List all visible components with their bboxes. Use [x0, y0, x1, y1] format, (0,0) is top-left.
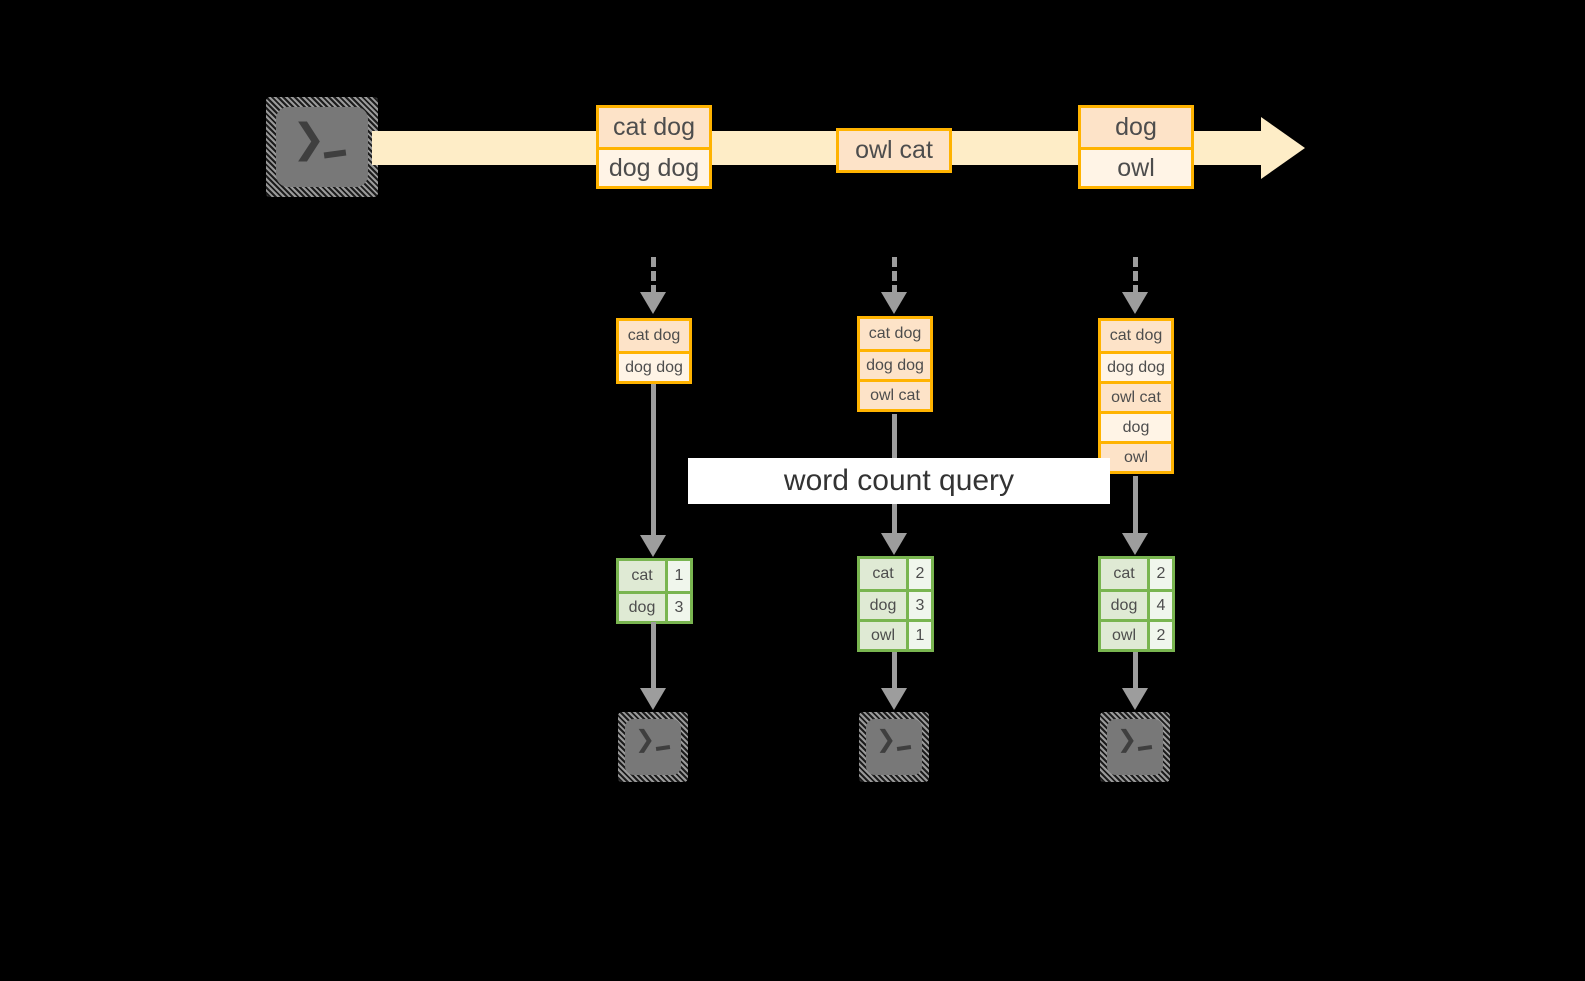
result-count: 2 — [1147, 622, 1172, 649]
result-row: cat 2 — [1101, 559, 1172, 589]
result-to-sink-connector-2 — [892, 652, 897, 700]
sink-terminal-icon-3: ❯ — [1100, 712, 1170, 782]
stream-to-accumulator-arrowhead-icon — [1122, 292, 1148, 314]
accumulator-to-result-arrowhead-icon — [881, 533, 907, 555]
stream-message-line: dog dog — [599, 147, 709, 186]
accumulated-message-line: dog dog — [860, 349, 930, 379]
terminal-prompt-chevron-icon: ❯ — [635, 725, 656, 753]
accumulated-message-line: dog dog — [1101, 351, 1171, 381]
accumulated-message-line: dog — [1101, 411, 1171, 441]
accumulator-to-result-arrowhead-icon — [1122, 533, 1148, 555]
accumulator-to-result-connector-1 — [651, 384, 656, 549]
result-word: cat — [1101, 559, 1147, 589]
accumulator-box-1: cat dog dog dog — [616, 318, 692, 384]
result-to-sink-connector-3 — [1133, 652, 1138, 700]
stream-to-accumulator-connector — [651, 257, 656, 295]
result-word: cat — [860, 559, 906, 589]
terminal-screen: ❯ — [866, 719, 922, 775]
stream-message-2: owl cat — [836, 128, 952, 173]
stream-message-3: dog owl — [1078, 105, 1194, 189]
stream-message-line: dog — [1081, 108, 1191, 147]
result-count: 1 — [665, 561, 690, 591]
result-to-sink-arrowhead-icon — [881, 688, 907, 710]
stream-arrowhead-icon — [1261, 117, 1305, 179]
result-row: owl 1 — [860, 619, 931, 649]
source-terminal-icon: ❯ — [266, 97, 378, 197]
result-row: dog 4 — [1101, 589, 1172, 619]
result-word: dog — [1101, 592, 1147, 619]
result-to-sink-connector-1 — [651, 622, 656, 700]
terminal-prompt-chevron-icon: ❯ — [292, 116, 326, 162]
result-word: owl — [1101, 622, 1147, 649]
result-row: dog 3 — [860, 589, 931, 619]
result-table-2: cat 2 dog 3 owl 1 — [857, 556, 934, 652]
result-count: 3 — [665, 594, 690, 621]
accumulated-message-line: owl cat — [1101, 381, 1171, 411]
accumulator-to-result-arrowhead-icon — [640, 535, 666, 557]
accumulated-message-line: owl — [1101, 441, 1171, 471]
terminal-cursor-icon — [323, 149, 347, 159]
terminal-prompt-chevron-icon: ❯ — [876, 725, 897, 753]
accumulator-box-2: cat dog dog dog owl cat — [857, 316, 933, 412]
accumulator-box-3: cat dog dog dog owl cat dog owl — [1098, 318, 1174, 474]
stream-to-accumulator-connector — [892, 257, 897, 295]
sink-terminal-icon-2: ❯ — [859, 712, 929, 782]
sink-terminal-icon-1: ❯ — [618, 712, 688, 782]
result-word: cat — [619, 561, 665, 591]
result-count: 1 — [906, 622, 931, 649]
terminal-screen: ❯ — [276, 107, 368, 187]
stream-to-accumulator-arrowhead-icon — [881, 292, 907, 314]
result-count: 4 — [1147, 592, 1172, 619]
result-to-sink-arrowhead-icon — [1122, 688, 1148, 710]
result-table-1: cat 1 dog 3 — [616, 558, 693, 624]
result-table-3: cat 2 dog 4 owl 2 — [1098, 556, 1175, 652]
terminal-screen: ❯ — [625, 719, 681, 775]
terminal-cursor-icon — [655, 745, 671, 751]
result-count: 2 — [1147, 559, 1172, 589]
stream-to-accumulator-arrowhead-icon — [640, 292, 666, 314]
terminal-prompt-chevron-icon: ❯ — [1117, 725, 1138, 753]
accumulated-message-line: cat dog — [619, 321, 689, 351]
stream-message-line: owl cat — [839, 131, 949, 170]
query-label: word count query — [783, 464, 1015, 497]
result-to-sink-arrowhead-icon — [640, 688, 666, 710]
accumulated-message-line: dog dog — [619, 351, 689, 381]
result-word: dog — [619, 594, 665, 621]
accumulated-message-line: cat dog — [1101, 321, 1171, 351]
stream-message-line: cat dog — [599, 108, 709, 147]
result-word: owl — [860, 622, 906, 649]
result-row: owl 2 — [1101, 619, 1172, 649]
query-band: word count query — [688, 458, 1110, 504]
terminal-cursor-icon — [896, 745, 912, 751]
result-row: cat 1 — [619, 561, 690, 591]
stream-message-1: cat dog dog dog — [596, 105, 712, 189]
terminal-screen: ❯ — [1107, 719, 1163, 775]
result-row: dog 3 — [619, 591, 690, 621]
result-count: 2 — [906, 559, 931, 589]
accumulator-to-result-connector-3 — [1133, 476, 1138, 549]
stream-message-line: owl — [1081, 147, 1191, 186]
stream-to-accumulator-connector — [1133, 257, 1138, 295]
result-count: 3 — [906, 592, 931, 619]
terminal-cursor-icon — [1137, 745, 1153, 751]
accumulated-message-line: cat dog — [860, 319, 930, 349]
result-row: cat 2 — [860, 559, 931, 589]
result-word: dog — [860, 592, 906, 619]
accumulated-message-line: owl cat — [860, 379, 930, 409]
